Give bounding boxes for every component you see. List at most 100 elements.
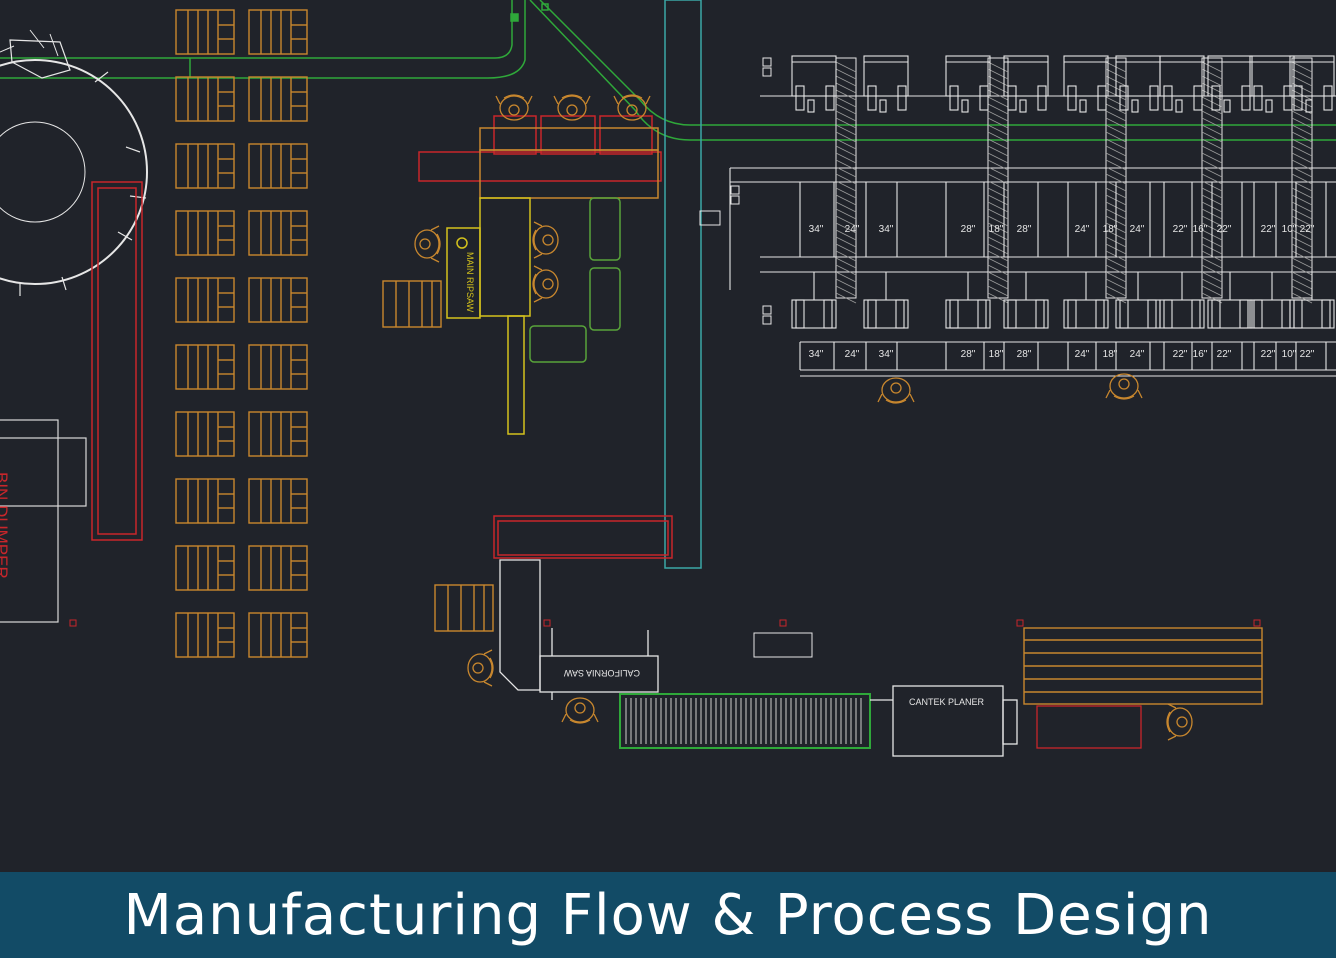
california-saw (499, 559, 659, 700)
operator-chair (414, 225, 441, 263)
machine-width-labels-bottom: 34"24"34"28"18"28"24"18"24"22"16"22"22"1… (809, 349, 1315, 360)
roller-conveyor (619, 693, 871, 749)
width-label: 22" (1261, 349, 1276, 360)
width-label: 22" (1173, 224, 1188, 235)
main-ripsaw (446, 197, 531, 435)
machine-unit (1289, 55, 1335, 329)
width-label: 28" (961, 224, 976, 235)
width-label: 18" (989, 224, 1004, 235)
california-saw-label: CALIFORNIA SAW (563, 668, 640, 678)
pallet (175, 612, 235, 658)
pallet (248, 545, 308, 591)
california-saw-pallet (434, 584, 494, 632)
operator-chair (553, 94, 591, 121)
pallet (248, 210, 308, 256)
machine-unit (1003, 55, 1049, 329)
operator-chair (1166, 703, 1193, 741)
hatched-beam (1291, 57, 1313, 304)
machine-unit (945, 55, 991, 329)
pallet (248, 612, 308, 658)
width-label: 34" (879, 224, 894, 235)
width-label: 24" (1075, 224, 1090, 235)
pallet (175, 277, 235, 323)
operator-chair (532, 221, 559, 259)
width-label: 24" (1075, 349, 1090, 360)
moulder-machine-bank (729, 55, 1336, 377)
width-label: 10" (1282, 349, 1297, 360)
operator-chair (467, 649, 494, 687)
pallet (175, 76, 235, 122)
width-label: 22" (1217, 349, 1232, 360)
operator-chair (613, 94, 651, 121)
control-boxes (699, 57, 772, 325)
pallet (175, 478, 235, 524)
width-label: 18" (1103, 349, 1118, 360)
width-label: 24" (845, 224, 860, 235)
operator-chair (561, 697, 599, 724)
circular-turntable (0, 29, 148, 296)
width-label: 22" (1300, 224, 1315, 235)
pallet (248, 9, 308, 55)
width-label: 24" (845, 349, 860, 360)
machine-unit (1159, 55, 1205, 329)
pallet (248, 344, 308, 390)
ripsaw-chutes (529, 197, 621, 363)
marker-square (779, 619, 787, 627)
marker-square (69, 619, 77, 627)
width-label: 22" (1300, 349, 1315, 360)
width-label: 18" (1103, 224, 1118, 235)
pallet (248, 411, 308, 457)
machine-unit (1063, 55, 1109, 329)
pallet (248, 478, 308, 524)
width-label: 16" (1193, 224, 1208, 235)
pallet (175, 9, 235, 55)
width-label: 34" (809, 224, 824, 235)
width-label: 28" (1017, 224, 1032, 235)
width-label: 34" (809, 349, 824, 360)
machine-width-labels-top: 34"24"34"28"18"28"24"18"24"22"16"22"22"1… (809, 224, 1315, 235)
width-label: 22" (1261, 224, 1276, 235)
pallet (248, 143, 308, 189)
machine-unit (863, 55, 909, 329)
machine-unit (791, 55, 837, 329)
cad-drawing-canvas: BIN DUMPER MAIN RIPSAW (0, 0, 1336, 757)
banner-title: Manufacturing Flow & Process Design (123, 882, 1213, 948)
bin-dumper-conveyor (91, 181, 143, 541)
operator-stations (414, 94, 1193, 741)
marker-square (1253, 619, 1261, 627)
pallet (175, 545, 235, 591)
machine-unit (1115, 55, 1161, 329)
operator-chair (877, 377, 915, 404)
ripsaw-side-pallet (382, 280, 442, 328)
width-label: 22" (1173, 349, 1188, 360)
reject-bin (1036, 705, 1142, 749)
width-label: 24" (1130, 349, 1145, 360)
width-label: 22" (1217, 224, 1232, 235)
width-label: 16" (1193, 349, 1208, 360)
hatched-beam (835, 57, 857, 304)
width-label: 10" (1282, 224, 1297, 235)
cad-floor-plan: BIN DUMPER MAIN RIPSAW (0, 0, 1336, 757)
width-label: 28" (1017, 349, 1032, 360)
pallet-storage-grid (175, 9, 308, 658)
hatched-beam (987, 57, 1009, 304)
pallet (248, 277, 308, 323)
title-banner: Manufacturing Flow & Process Design (0, 872, 1336, 958)
bin-dumper-label: BIN DUMPER (0, 472, 11, 579)
ripsaw-infeed-red (418, 115, 662, 182)
operator-chair (1105, 373, 1143, 400)
dust-duct (664, 0, 702, 569)
outfeed-table (493, 515, 673, 559)
width-label: 34" (879, 349, 894, 360)
main-conveyor-line (0, 0, 1336, 141)
operator-chair (495, 94, 533, 121)
pallet (175, 344, 235, 390)
main-ripsaw-label: MAIN RIPSAW (465, 252, 475, 313)
cantek-planer (870, 685, 1018, 757)
marker-square (1016, 619, 1024, 627)
pallet (175, 411, 235, 457)
cantek-planer-label: CANTEK PLANER (909, 697, 985, 707)
pallet (175, 143, 235, 189)
machine-unit (1249, 55, 1295, 329)
width-label: 28" (961, 349, 976, 360)
